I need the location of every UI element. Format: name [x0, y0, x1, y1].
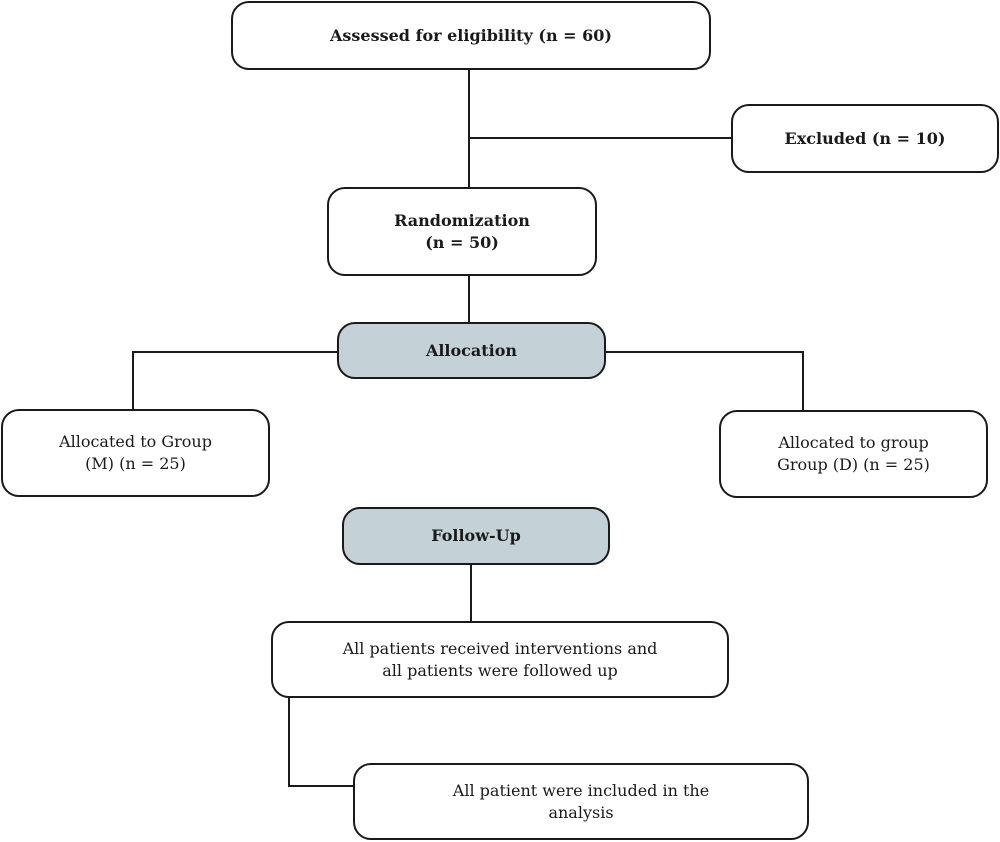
randomization-label: Randomization	[394, 210, 530, 230]
connector-interventions-to-analysis	[288, 698, 353, 787]
excluded-label: Excluded (n = 10)	[784, 128, 946, 148]
excluded-box: Excluded (n = 10)	[731, 104, 999, 173]
follow-up-box: Follow-Up	[342, 507, 610, 565]
allocation-box: Allocation	[337, 322, 606, 379]
group-d-box: Allocated to group Group (D) (n = 25)	[719, 410, 988, 498]
interventions-box: All patients received interventions and …	[271, 621, 729, 698]
interventions-line2: all patients were followed up	[382, 660, 618, 680]
connector-allocation-to-group-d	[606, 351, 804, 410]
group-m-box: Allocated to Group (M) (n = 25)	[1, 409, 270, 497]
randomization-box: Randomization (n = 50)	[327, 187, 597, 276]
allocation-label: Allocation	[425, 340, 518, 360]
group-m-count: (M) (n = 25)	[85, 454, 186, 473]
connector-allocation-to-group-m	[132, 351, 337, 409]
analysis-box: All patient were included in the analysi…	[353, 763, 809, 840]
analysis-line1: All patient were included in the	[452, 780, 710, 800]
follow-up-label: Follow-Up	[431, 526, 521, 545]
group-d-label: Allocated to group	[778, 433, 929, 452]
group-m-label: Allocated to Group	[59, 432, 212, 451]
assessed-box: Assessed for eligibility (n = 60)	[231, 1, 711, 70]
randomization-count: (n = 50)	[425, 232, 499, 252]
group-d-count: Group (D) (n = 25)	[777, 455, 930, 474]
analysis-line2: analysis	[548, 802, 614, 822]
interventions-line1: All patients received interventions and	[342, 638, 658, 658]
assessed-label: Assessed for eligibility (n = 60)	[330, 25, 612, 45]
